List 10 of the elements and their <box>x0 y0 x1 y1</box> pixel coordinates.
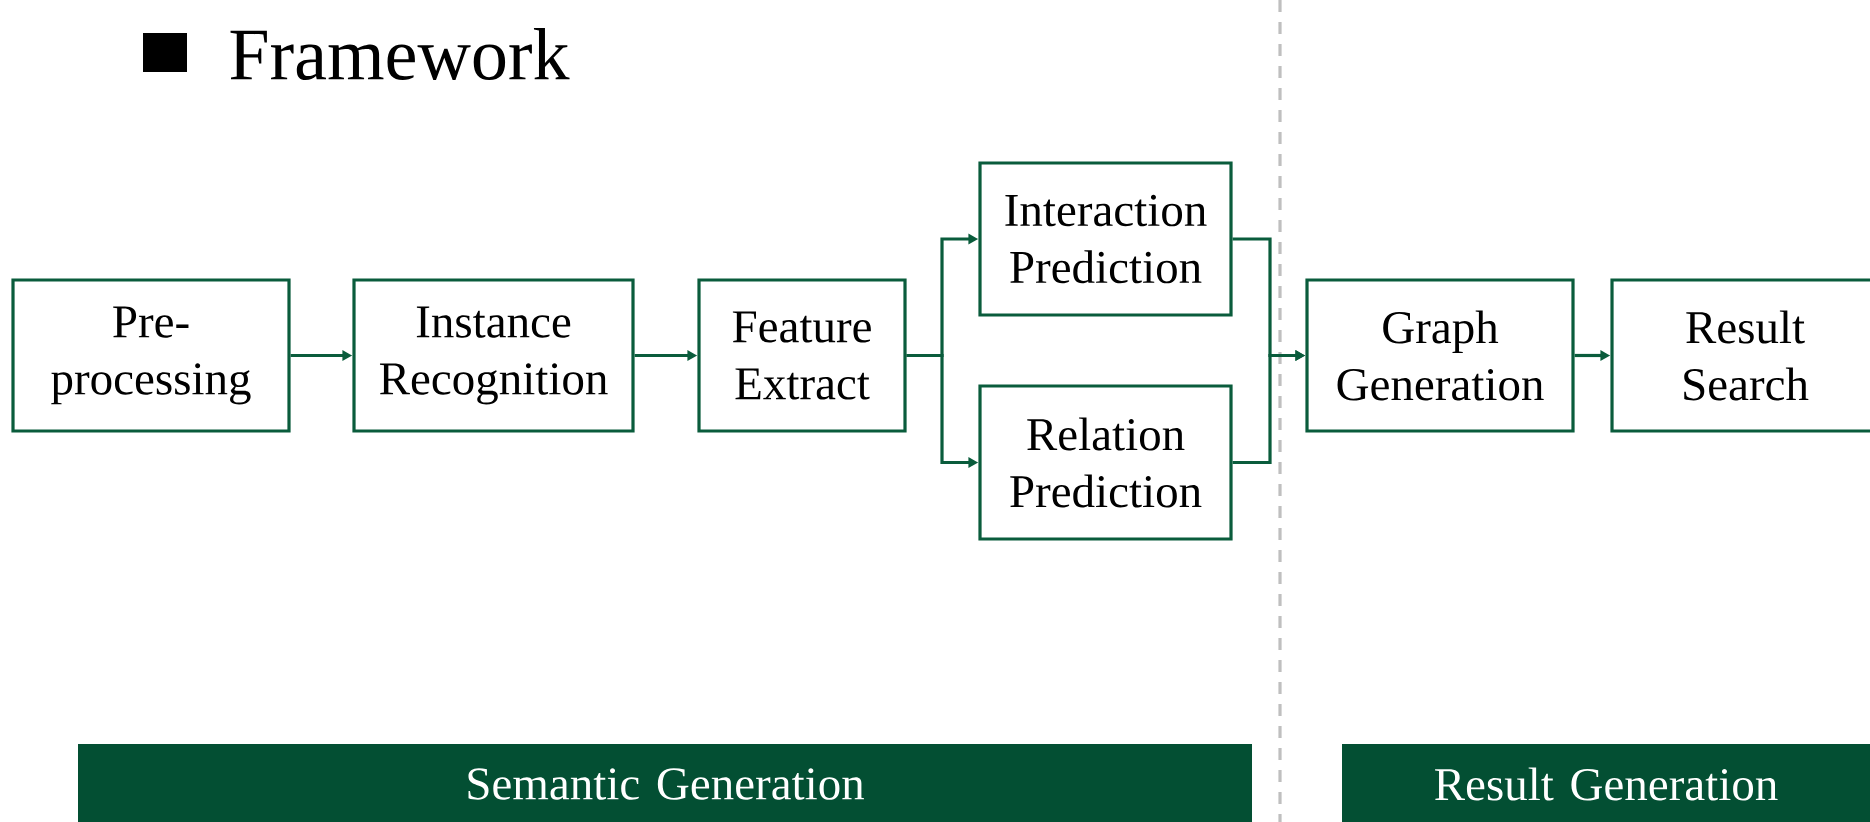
heading: Framework <box>230 27 570 80</box>
process-box: Pre- processing <box>11 278 291 433</box>
section-band: Result Generation <box>1342 744 1870 822</box>
process-box: Interaction Prediction <box>978 161 1233 317</box>
section-band: Semantic Generation <box>78 744 1252 822</box>
process-box: Instance Recognition <box>352 278 635 433</box>
process-box: Graph Generation <box>1305 278 1575 433</box>
process-box: Feature Extract <box>697 278 907 433</box>
process-box: Relation Prediction <box>978 384 1233 541</box>
process-box: Result Search <box>1610 278 1870 433</box>
